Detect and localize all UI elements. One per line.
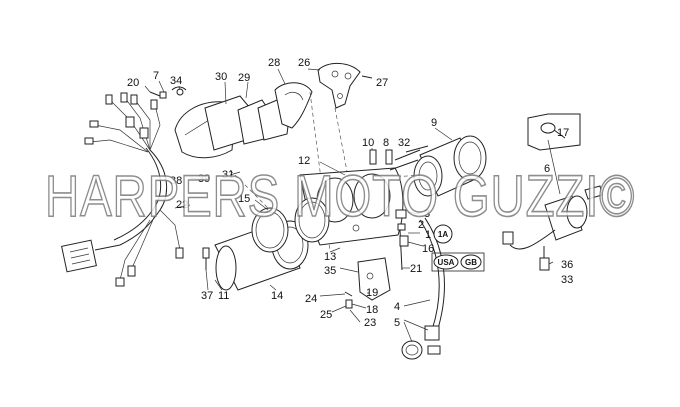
badge-usa-label: USA bbox=[438, 258, 455, 267]
callout-17: 17 bbox=[557, 127, 569, 139]
region-badges: 1A USA GB bbox=[431, 224, 485, 272]
callout-11: 11 bbox=[218, 290, 229, 302]
callout-1: 1 bbox=[425, 229, 431, 241]
callout-30: 30 bbox=[215, 71, 227, 83]
callout-31: 31 bbox=[222, 169, 234, 181]
key-detail-box bbox=[527, 113, 581, 151]
bezel-rings bbox=[251, 197, 330, 253]
speedometer bbox=[389, 135, 487, 197]
callout-21: 21 bbox=[410, 263, 422, 275]
callout-33: 33 bbox=[561, 274, 573, 286]
badge-frame bbox=[431, 252, 485, 272]
callout-29: 29 bbox=[238, 72, 250, 84]
warning-light-housing bbox=[174, 82, 313, 159]
badge-usa: USA bbox=[433, 254, 459, 270]
callout-34: 34 bbox=[170, 75, 182, 87]
callout-38: 38 bbox=[170, 175, 182, 187]
lower-bracket bbox=[344, 257, 391, 309]
bulb-holder bbox=[395, 209, 409, 247]
callout-16: 16 bbox=[422, 243, 434, 255]
callout-18: 18 bbox=[366, 304, 378, 316]
callout-9: 9 bbox=[431, 117, 437, 129]
callout-4: 4 bbox=[394, 301, 400, 313]
callout-12: 12 bbox=[298, 155, 310, 167]
callout-numbers: 20 7 34 30 29 28 26 27 9 10 8 32 17 6 12… bbox=[127, 57, 573, 329]
connectors-top bbox=[369, 145, 429, 165]
callout-10: 10 bbox=[362, 137, 374, 149]
multi-pin-connector bbox=[61, 239, 97, 273]
callout-24: 24 bbox=[305, 293, 317, 305]
callout-15: 15 bbox=[238, 193, 250, 205]
callout-20: 20 bbox=[127, 77, 139, 89]
watermark-text: HARPERS MOTO GUZZI© bbox=[45, 164, 635, 229]
bolt-36 bbox=[539, 246, 550, 271]
callout-13: 13 bbox=[324, 251, 336, 263]
callout-26: 26 bbox=[298, 57, 310, 69]
callout-22: 22 bbox=[176, 199, 188, 211]
callout-2: 2 bbox=[418, 219, 424, 231]
leader-lines bbox=[144, 68, 561, 343]
ignition-switch bbox=[502, 185, 603, 250]
callout-23: 23 bbox=[364, 317, 376, 329]
callout-35: 35 bbox=[324, 265, 336, 277]
callout-25: 25 bbox=[320, 309, 332, 321]
callout-37: 37 bbox=[201, 290, 213, 302]
callout-28: 28 bbox=[268, 57, 280, 69]
mounting-bracket bbox=[317, 63, 373, 109]
callout-8: 8 bbox=[383, 137, 389, 149]
callout-19: 19 bbox=[366, 287, 378, 299]
callout-14: 14 bbox=[271, 290, 283, 302]
callout-5: 5 bbox=[394, 317, 400, 329]
screws-37-11 bbox=[202, 247, 210, 270]
callout-3: 3 bbox=[424, 208, 430, 220]
badge-gb: GB bbox=[460, 254, 482, 270]
wiring-harness bbox=[61, 92, 184, 287]
callout-7: 7 bbox=[153, 70, 159, 82]
badge-1a-label: 1A bbox=[438, 230, 448, 239]
callout-36: 36 bbox=[561, 259, 573, 271]
callout-6: 6 bbox=[544, 163, 550, 175]
callout-27: 27 bbox=[376, 77, 388, 89]
badge-gb-label: GB bbox=[465, 258, 477, 267]
badge-1a: 1A bbox=[433, 224, 453, 244]
small-fasteners-top-left bbox=[149, 86, 187, 99]
callout-32: 32 bbox=[398, 137, 410, 149]
callout-39: 39 bbox=[198, 173, 210, 185]
